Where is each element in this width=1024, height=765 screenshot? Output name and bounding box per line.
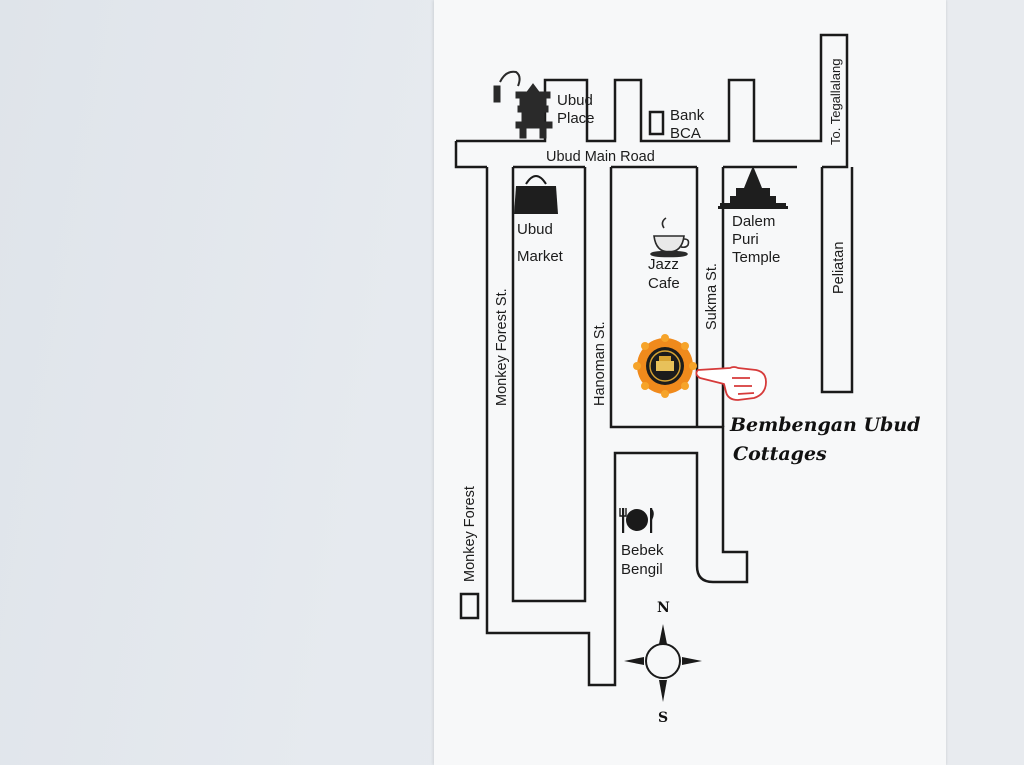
main-road-south-edge-left (454, 141, 487, 169)
palace-gate-icon (493, 70, 553, 139)
ubud-palace: Ubud Place (493, 70, 595, 139)
ubud-market-label-1: Ubud (517, 221, 553, 238)
to-tegallalang-label: To. Tegallalang (828, 59, 843, 146)
hotel-name: Bembengan Ubud Cottages (729, 414, 920, 465)
compass-north-label: N (657, 600, 670, 616)
temple-label-3: Temple (732, 249, 780, 266)
ubud-main-road-label: Ubud Main Road (546, 149, 655, 165)
hotel-name-line-2: Cottages (733, 443, 827, 465)
temple-label-1: Dalem (732, 213, 775, 230)
bebek-bengil-label-1: Bebek (621, 542, 664, 559)
bank-bca-label-2: BCA (670, 125, 701, 142)
ubud-palace-label-1: Ubud (557, 92, 593, 109)
pointing-hand-icon (695, 366, 767, 401)
jazz-cafe-label-2: Cafe (648, 275, 680, 292)
ubud-market-label-2: Market (517, 248, 564, 265)
hotel-name-line-1: Bembengan Ubud (729, 414, 920, 436)
bebek-bengil: Bebek Bengil (619, 508, 664, 578)
monkey-forest-square (459, 592, 480, 620)
ubud-main-road-outline (456, 33, 849, 169)
jazz-cafe: Jazz Cafe (648, 217, 690, 292)
street-labels: Ubud Main Road Monkey Forest St. Hanoman… (462, 59, 847, 583)
bank-bca-square (648, 110, 665, 136)
peliatan-label: Peliatan (831, 242, 847, 294)
ubud-palace-label-2: Place (557, 110, 595, 127)
monkey-forest-label: Monkey Forest (462, 486, 478, 582)
temple-label-2: Puri (732, 231, 759, 248)
coffee-cup-icon (650, 217, 690, 258)
monkey-forest-st-label: Monkey Forest St. (494, 288, 510, 406)
sukma-st-label: Sukma St. (704, 263, 720, 330)
market-block-outline (511, 167, 587, 603)
plate-cutlery-icon (619, 508, 654, 533)
dalem-puri-temple: Dalem Puri Temple (718, 166, 788, 266)
table-surface-right (946, 0, 1024, 765)
hotel-logo-icon (633, 334, 697, 398)
peliatan-road-outline (820, 167, 854, 394)
monkey-forest-st-outline (485, 167, 749, 687)
bebek-bengil-label-2: Bengil (621, 561, 663, 578)
shopping-bag-icon (514, 175, 558, 214)
ubud-market: Ubud Market (514, 175, 564, 265)
hanoman-st-label: Hanoman St. (592, 321, 608, 406)
compass-icon (624, 624, 702, 702)
compass-rose: N S (624, 600, 702, 726)
temple-icon (718, 166, 788, 209)
jazz-cafe-label-1: Jazz (648, 256, 679, 273)
bank-bca-label-1: Bank (670, 107, 705, 124)
bank-bca: Bank BCA (670, 107, 705, 142)
road-outlines (454, 33, 854, 687)
compass-south-label: S (658, 710, 668, 726)
